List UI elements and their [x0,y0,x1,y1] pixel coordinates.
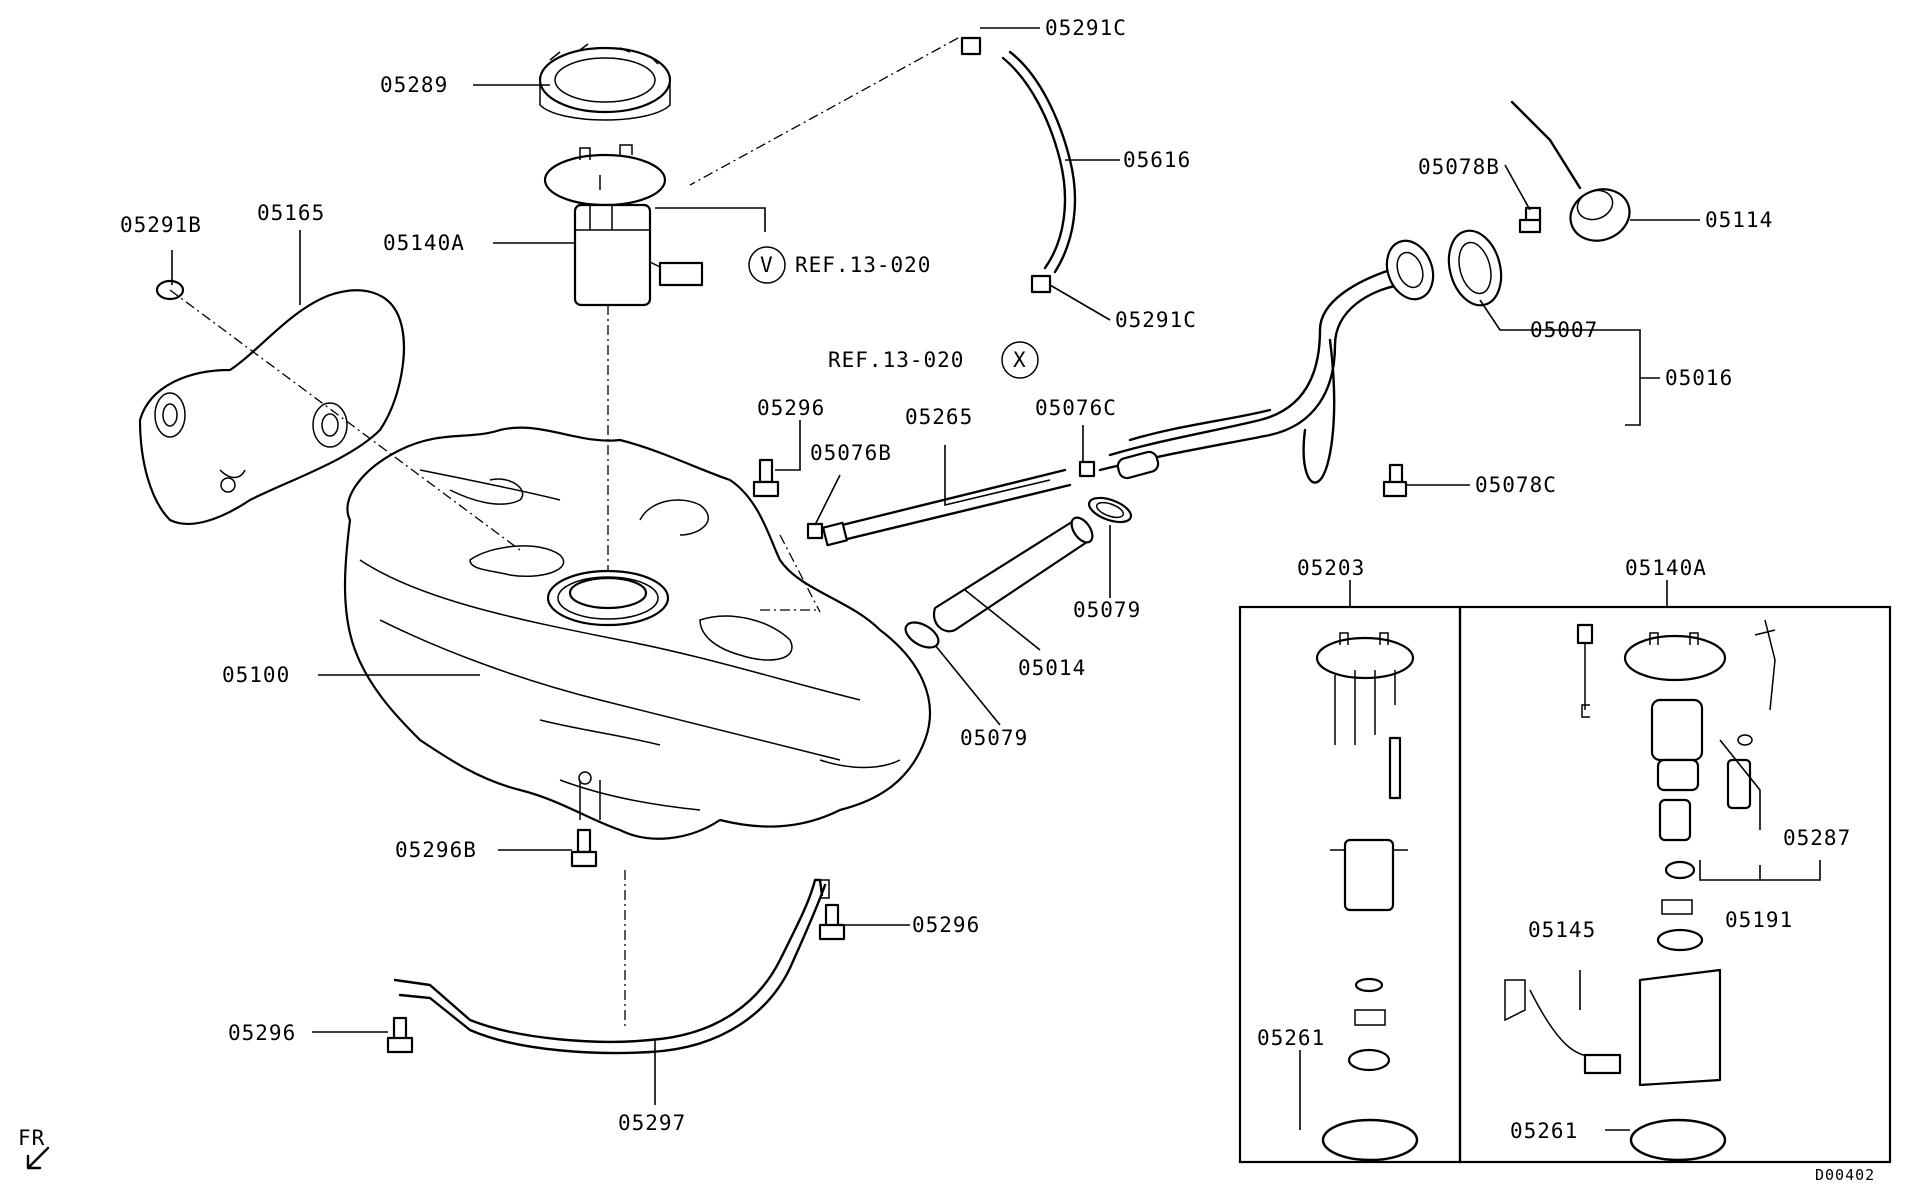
fuel-tank [343,426,932,840]
bolt-05078B [1518,206,1542,234]
clamp-05079-left [904,621,940,649]
fuel-pump-module [543,144,704,307]
label-05100: 05100 [222,663,290,687]
leader-lines [171,27,1700,1105]
label-05291B: 05291B [120,213,202,237]
clip-05076C [1078,460,1096,478]
label-05076C: 05076C [1035,396,1117,420]
label-box2-title: 05140A [1625,556,1707,580]
label-ref-x: REF.13-020 [828,348,964,372]
bolt-05296-top [752,458,780,498]
filler-neck [1098,239,1435,484]
label-05291C-mid: 05291C [1115,308,1197,332]
label-05016: 05016 [1665,366,1733,390]
label-fr: FR [18,1126,45,1150]
label-05078C: 05078C [1475,473,1557,497]
tank-strap [393,878,830,1055]
clip-05076B [806,522,824,540]
label-05140A: 05140A [383,231,465,255]
label-05296-left: 05296 [228,1021,296,1045]
label-box2-05261: 05261 [1510,1119,1578,1143]
label-05296-mid: 05296 [912,913,980,937]
label-05296B: 05296B [395,838,477,862]
label-box2-05287: 05287 [1783,826,1851,850]
label-05616: 05616 [1123,148,1191,172]
label-05291C-top: 05291C [1045,16,1127,40]
breather-hose [822,468,1072,547]
bolt-05078C [1382,463,1408,498]
label-box1-title: 05203 [1297,556,1365,580]
ref-callouts [748,246,1039,379]
label-box2-05191: 05191 [1725,908,1793,932]
label-ref-v: REF.13-020 [795,253,931,277]
label-05079-right: 05079 [1073,598,1141,622]
assembly-centerlines [169,37,959,1030]
label-05265: 05265 [905,405,973,429]
label-05114: 05114 [1705,208,1773,232]
label-05296-top: 05296 [757,396,825,420]
front-arrow-icon [26,1146,50,1170]
label-05289: 05289 [380,73,448,97]
bolt-05296-mid [818,903,846,941]
clip-05291C-mid [1030,274,1052,294]
clamp-05079-right [1087,496,1133,524]
bolt-05296B [570,828,598,868]
part-labels: 05291C 05289 05616 05140A V REF.13-020 0… [18,16,1875,1184]
fuel-cap [1510,100,1631,242]
label-05014: 05014 [1018,656,1086,680]
label-05076B: 05076B [810,441,892,465]
label-circle-x: X [1013,348,1027,372]
label-05297: 05297 [618,1111,686,1135]
inset-box-05203 [1238,580,1462,1164]
label-05078B: 05078B [1418,155,1500,179]
label-diagram-code: D00402 [1815,1166,1875,1184]
label-box2-05145: 05145 [1528,918,1596,942]
label-05079-left: 05079 [960,726,1028,750]
inset-box-05140A [1458,580,1892,1164]
lock-ring [538,43,672,121]
filler-gasket [1447,229,1503,307]
filler-hose [932,516,1094,633]
vent-hose [1001,50,1077,274]
label-circle-v: V [760,253,774,277]
bolt-05296-left [386,1016,414,1054]
clip-05291C-top [960,36,982,56]
label-box1-05261: 05261 [1257,1026,1325,1050]
label-05007: 05007 [1530,318,1598,342]
heat-protector [138,289,406,525]
label-05165: 05165 [257,201,325,225]
